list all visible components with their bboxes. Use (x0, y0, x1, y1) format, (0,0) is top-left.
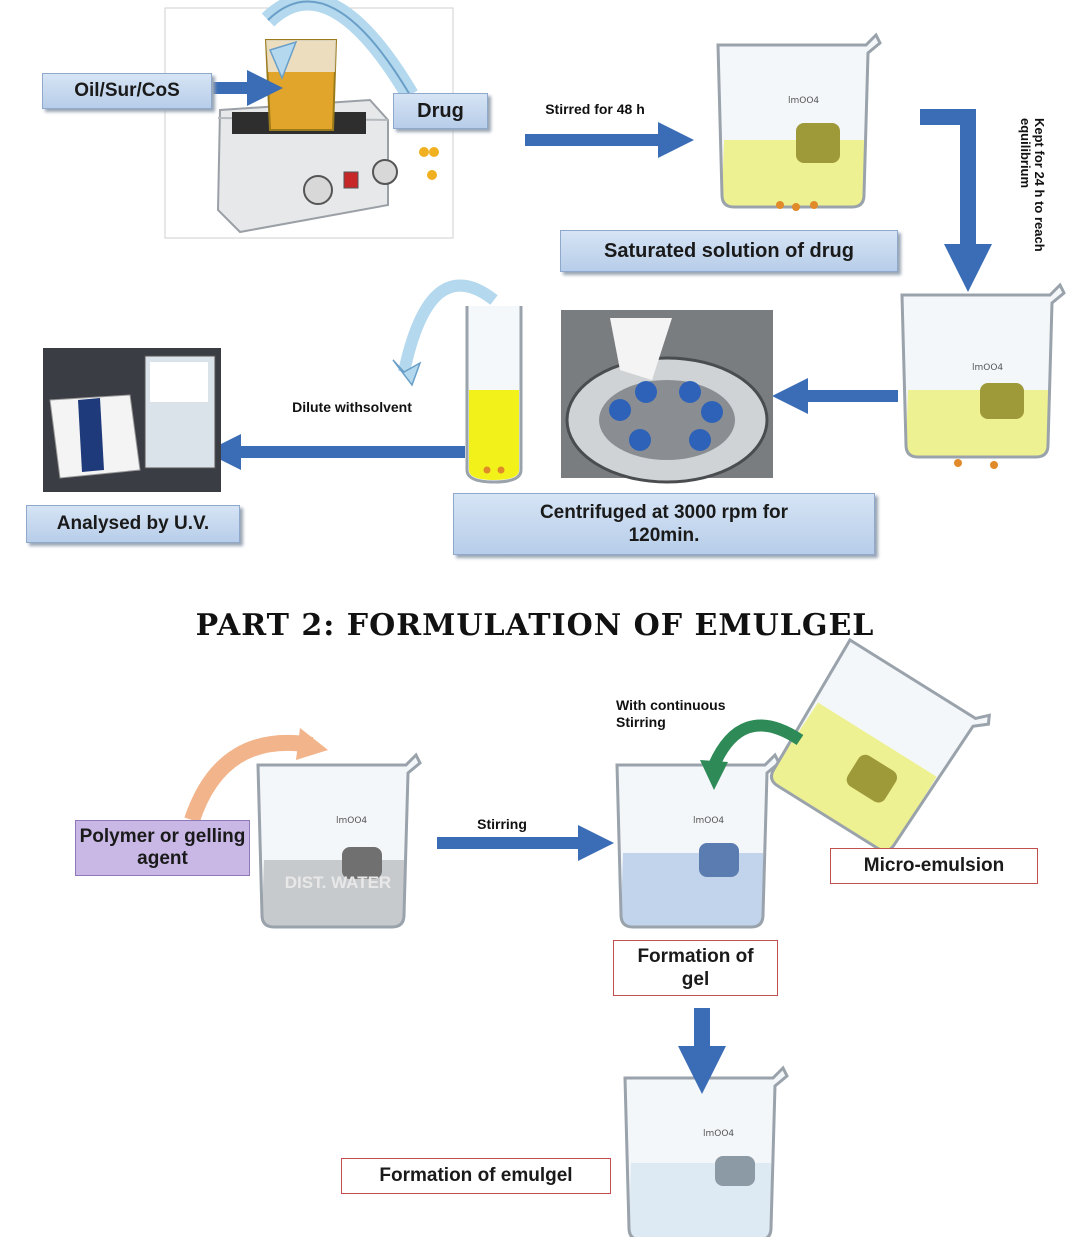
saturated-beaker-icon: lmOO4 (716, 33, 882, 211)
micro-emulsion-beaker-icon (762, 630, 995, 865)
oil-sur-cos-label: Oil/Sur/CoS (42, 73, 212, 109)
svg-text:lmOO4: lmOO4 (788, 96, 819, 106)
svg-text:lmOO4: lmOO4 (693, 816, 724, 826)
equilibrium-beaker-icon: lmOO4 (900, 283, 1066, 469)
water-beaker-icon: lmOO4 (256, 753, 422, 929)
centrifuged-label: Centrifuged at 3000 rpm for 120min. (453, 493, 875, 555)
uv-spectrophotometer-icon (43, 348, 221, 492)
centrifuge-icon (561, 310, 773, 484)
polymer-gelling-agent-label: Polymer or gelling agent (75, 820, 250, 876)
svg-text:lmOO4: lmOO4 (703, 1129, 734, 1139)
dilute-with-solvent-label: Dilute withsolvent (292, 399, 412, 415)
test-tube-icon (392, 279, 523, 484)
svg-text:lmOO4: lmOO4 (336, 816, 367, 826)
drug-particles-icon (419, 147, 439, 180)
pour-arrow-orange (184, 734, 314, 823)
svg-text:lmOO4: lmOO4 (972, 363, 1003, 373)
saturated-solution-label: Saturated solution of drug (560, 230, 898, 272)
part2-heading: PART 2: FORMULATION OF EMULGEL (195, 608, 875, 643)
drug-label: Drug (393, 93, 488, 129)
emulgel-beaker-icon: lmOO4 (623, 1066, 789, 1237)
continuous-stirring-label: With continuous Stirring (616, 697, 726, 730)
micro-emulsion-label: Micro-emulsion (830, 848, 1038, 884)
analysed-by-uv-label: Analysed by U.V. (26, 505, 240, 543)
stirred-for-48h-label: Stirred for 48 h (545, 101, 645, 117)
arrow-kept-equilibrium (920, 109, 992, 292)
gel-beaker-icon: lmOO4 (615, 753, 781, 929)
formation-of-gel-label: Formation of gel (613, 940, 778, 996)
stirring-label: Stirring (477, 816, 527, 832)
kept-for-24h-label: Kept for 24 h to reach equilibrium (1018, 118, 1047, 252)
formation-of-emulgel-label: Formation of emulgel (341, 1158, 611, 1194)
dist-water-label: DIST. WATER (284, 873, 392, 892)
pour-arrow-green (706, 719, 804, 773)
